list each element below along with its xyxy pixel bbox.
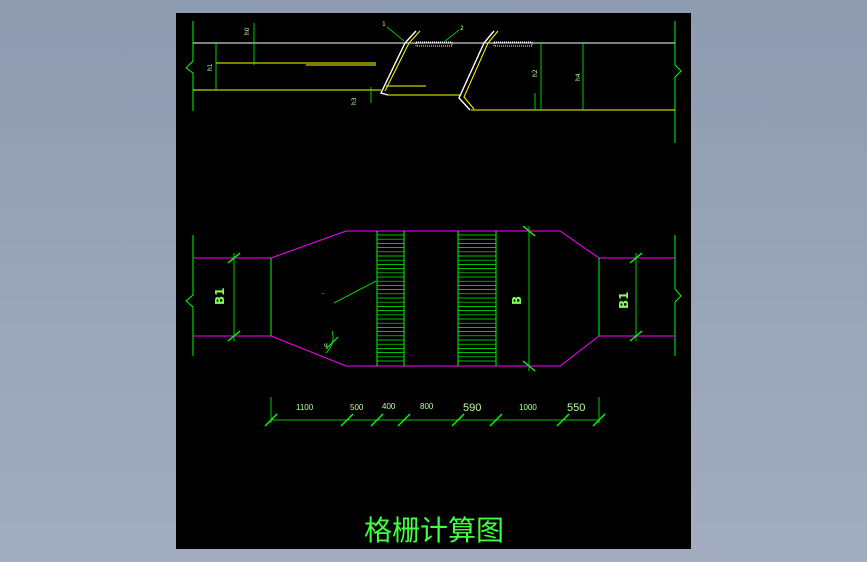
channel-outline-top <box>193 230 675 259</box>
leader-label-1: 1 <box>382 21 386 28</box>
dim-tick-1 <box>340 413 354 427</box>
dim-tick-7 <box>592 413 606 427</box>
dim-590: 590 <box>463 402 481 414</box>
plan-right-break <box>674 235 682 356</box>
dim-b1-right-tick-top <box>629 252 643 264</box>
dim-h0-label: h0 <box>244 27 251 35</box>
screen-bar-2 <box>458 30 495 111</box>
dim-b1-right-tick-bot <box>629 330 643 342</box>
dim-1000: 1000 <box>519 403 537 412</box>
dim-h2-label: h2 <box>532 69 539 77</box>
dim-tick-3 <box>397 413 411 427</box>
dim-tick-0 <box>264 413 278 427</box>
leader-label-2: 2 <box>460 25 464 32</box>
left-break-line <box>185 21 194 111</box>
angle-tick <box>325 336 339 350</box>
screen-bar-1b <box>384 30 421 92</box>
cad-drawing: 1 2 h0 h1 h2 h3 h4 <box>185 21 682 547</box>
label-b1-right: B1 <box>617 292 631 310</box>
screen-hatch-2 <box>458 234 496 362</box>
angle-label: α <box>324 342 328 349</box>
dim-800: 800 <box>420 402 434 411</box>
plan-left-break <box>185 235 194 356</box>
drawing-canvas: 1 2 h0 h1 h2 h3 h4 <box>176 13 691 549</box>
plan-leader <box>333 280 377 304</box>
dim-tick-5 <box>489 413 503 427</box>
leader-1 <box>386 26 405 42</box>
dim-550: 550 <box>567 402 585 414</box>
leader-2 <box>443 29 460 43</box>
screen-bar-2b <box>463 30 499 110</box>
dim-tick-4 <box>451 413 465 427</box>
dim-h4-label: h4 <box>575 73 582 81</box>
dim-400: 400 <box>382 402 396 411</box>
plan-view: B1 B B1 - α <box>185 225 682 372</box>
dim-1100: 1100 <box>296 403 314 412</box>
platform-1 <box>415 41 453 47</box>
label-b1-left: B1 <box>213 288 227 306</box>
label-b: B <box>510 296 524 305</box>
dim-b1-left-tick-bot <box>227 330 241 342</box>
dim-500: 500 <box>350 403 364 412</box>
profile-view: 1 2 h0 h1 h2 h3 h4 <box>185 21 682 143</box>
platform-2 <box>493 41 533 47</box>
drawing-title: 格栅计算图 <box>364 514 504 547</box>
dim-tick-2 <box>370 413 384 427</box>
dim-b-tick-bot <box>522 360 536 372</box>
dim-tick-6 <box>556 413 570 427</box>
plan-leader-label: - <box>322 290 324 297</box>
right-break-line <box>674 21 682 143</box>
channel-outline-bottom <box>193 335 675 367</box>
length-dimensions: 1100 500 400 800 590 1000 550 <box>264 397 606 427</box>
dim-ticks <box>264 413 606 427</box>
screen-hatch-1 <box>377 234 404 362</box>
dim-h3-label: h3 <box>351 97 358 105</box>
dim-b1-left-tick-top <box>227 252 241 264</box>
dim-b-tick-top <box>522 225 536 237</box>
dim-h1-label: h1 <box>207 63 214 71</box>
screen-bar-1 <box>380 30 417 96</box>
